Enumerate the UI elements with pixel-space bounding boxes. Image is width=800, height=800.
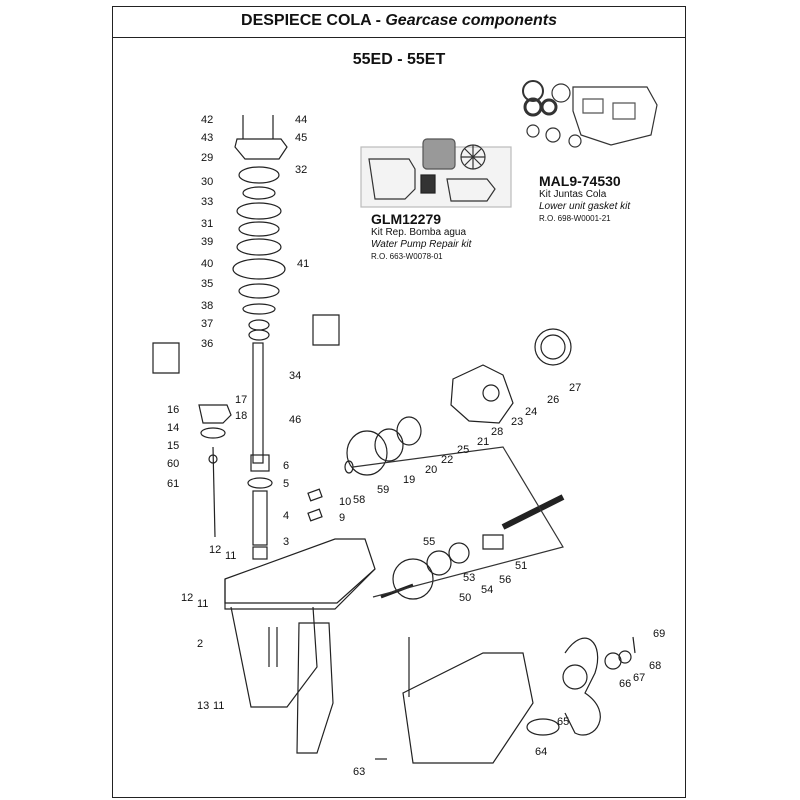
- part-label: 36: [201, 338, 213, 350]
- title-spanish: DESPIECE COLA: [241, 12, 372, 29]
- kit-lower-unit-gasket: MAL9-74530 Kit Juntas Cola Lower unit ga…: [539, 173, 630, 225]
- exploded-diagram: 42 44 43 45 29 32 30 33 31 39 40 41 35 3…: [152, 80, 665, 778]
- part-label: 18: [235, 410, 247, 422]
- part-label: 5: [283, 478, 289, 490]
- part-label: 26: [547, 394, 559, 406]
- part-label: 67: [633, 672, 645, 684]
- kit-reference: R.O. 663-W0078-01: [371, 252, 443, 261]
- propeller-shaft-assembly: [344, 328, 572, 600]
- part-label: 42: [201, 114, 213, 126]
- part-label: 46: [289, 414, 301, 426]
- kit-name-english: Lower unit gasket kit: [539, 201, 631, 212]
- part-label: 34: [289, 370, 301, 382]
- part-label: 65: [557, 716, 569, 728]
- part-label: 10: [339, 496, 351, 508]
- propeller-view: [375, 636, 636, 764]
- part-label: 4: [283, 510, 289, 522]
- driveshaft-assembly: [232, 115, 323, 560]
- part-label: 2: [197, 638, 203, 650]
- part-label: 16: [167, 404, 179, 416]
- part-label: 54: [481, 584, 493, 596]
- part-label: 39: [201, 236, 213, 248]
- part-label: 12: [209, 544, 221, 556]
- part-label: 24: [525, 406, 537, 418]
- part-label: 11: [197, 598, 208, 610]
- part-label: 69: [653, 628, 665, 640]
- part-label: 58: [353, 494, 365, 506]
- part-label: 68: [649, 660, 661, 672]
- part-label: 11: [213, 700, 224, 712]
- gasket-kit-image: [522, 80, 658, 148]
- part-label: 3: [283, 536, 289, 548]
- part-label: 55: [423, 536, 435, 548]
- part-label: 35: [201, 278, 213, 290]
- kit-reference: R.O. 698-W0001-21: [539, 214, 611, 223]
- title-bar: DESPIECE COLA - Gearcase components: [113, 7, 685, 38]
- part-label: 30: [201, 176, 213, 188]
- part-label: 12: [181, 592, 193, 604]
- part-label: 9: [339, 512, 345, 524]
- part-label: 29: [201, 152, 213, 164]
- part-label: 45: [295, 132, 307, 144]
- model-heading: 55ED - 55ET: [352, 51, 446, 68]
- part-label: 15: [167, 440, 179, 452]
- part-label: 37: [201, 318, 213, 330]
- part-label: 32: [295, 164, 307, 176]
- part-label: 64: [535, 746, 547, 758]
- part-label: 44: [295, 114, 307, 126]
- part-label: 28: [491, 426, 503, 438]
- part-label: 56: [499, 574, 511, 586]
- gearcase-housing: [224, 538, 376, 754]
- part-label: 21: [477, 436, 489, 448]
- part-label: 53: [463, 572, 475, 584]
- parts-sheet: DESPIECE COLA - Gearcase components 55ED…: [112, 6, 686, 798]
- kit-code: MAL9-74530: [539, 173, 621, 189]
- water-pump-kit-image: [360, 138, 512, 208]
- kit-name-english: Water Pump Repair kit: [371, 239, 472, 250]
- part-label: 51: [515, 560, 527, 572]
- part-label: 6: [283, 460, 289, 472]
- part-label: 13: [197, 700, 209, 712]
- part-label: 27: [569, 382, 581, 394]
- kit-name-spanish: Kit Juntas Cola: [539, 189, 607, 200]
- kit-water-pump: GLM12279 Kit Rep. Bomba agua Water Pump …: [371, 211, 471, 263]
- part-label: 17: [235, 394, 247, 406]
- part-label: 40: [201, 258, 213, 270]
- part-label: 38: [201, 300, 213, 312]
- part-label: 66: [619, 678, 631, 690]
- part-label: 60: [167, 458, 179, 470]
- part-label: 31: [201, 218, 213, 230]
- part-label: 33: [201, 196, 213, 208]
- part-label: 43: [201, 132, 213, 144]
- part-label: 25: [457, 444, 469, 456]
- part-label: 22: [441, 454, 453, 466]
- part-label: 41: [297, 258, 309, 270]
- kit-name-spanish: Kit Rep. Bomba agua: [371, 227, 467, 238]
- part-label: 14: [167, 422, 179, 434]
- title-separator: -: [371, 12, 386, 29]
- part-label: 19: [403, 474, 415, 486]
- part-label: 50: [459, 592, 471, 604]
- part-label: 11: [225, 550, 236, 562]
- title-english: Gearcase components: [385, 12, 557, 29]
- part-label: 20: [425, 464, 437, 476]
- kit-code: GLM12279: [371, 211, 442, 227]
- shift-rod-assembly: [152, 314, 340, 538]
- part-label: 23: [511, 416, 523, 428]
- part-label: 63: [353, 766, 365, 778]
- part-label: 59: [377, 484, 389, 496]
- part-label: 61: [167, 478, 179, 490]
